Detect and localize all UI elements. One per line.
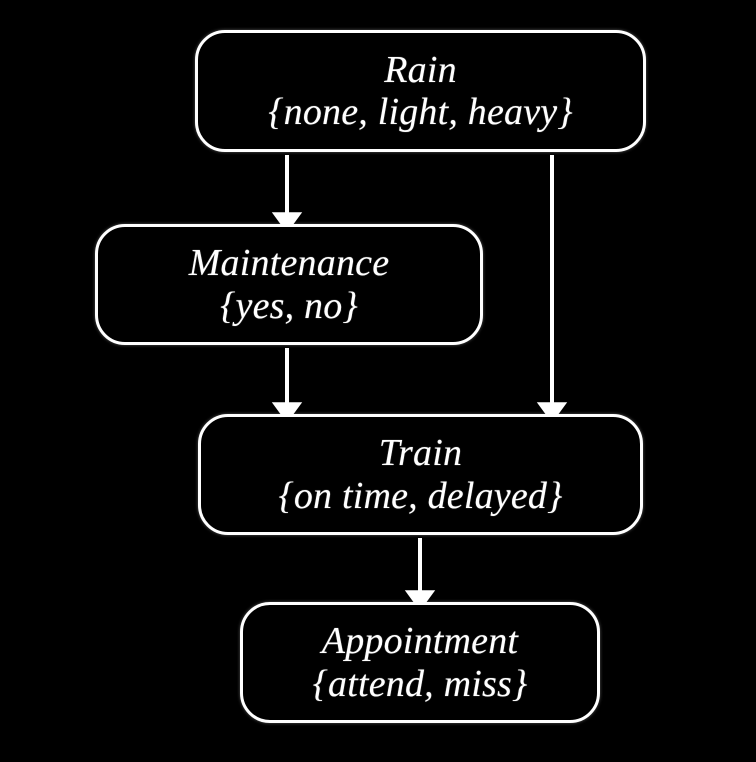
node-maintenance-states: {yes, no} <box>220 284 358 327</box>
node-appointment-states: {attend, miss} <box>312 662 528 705</box>
node-rain-states: {none, light, heavy} <box>268 91 573 133</box>
node-maintenance[interactable]: Maintenance {yes, no} <box>95 224 483 345</box>
node-maintenance-label: Maintenance <box>188 242 390 285</box>
node-train[interactable]: Train {on time, delayed} <box>198 414 643 535</box>
node-rain-label: Rain <box>384 48 457 91</box>
node-train-states: {on time, delayed} <box>278 474 563 517</box>
node-appointment-label: Appointment <box>321 620 519 663</box>
node-rain[interactable]: Rain {none, light, heavy} <box>195 30 646 152</box>
node-appointment[interactable]: Appointment {attend, miss} <box>240 602 600 723</box>
node-train-label: Train <box>378 432 463 475</box>
